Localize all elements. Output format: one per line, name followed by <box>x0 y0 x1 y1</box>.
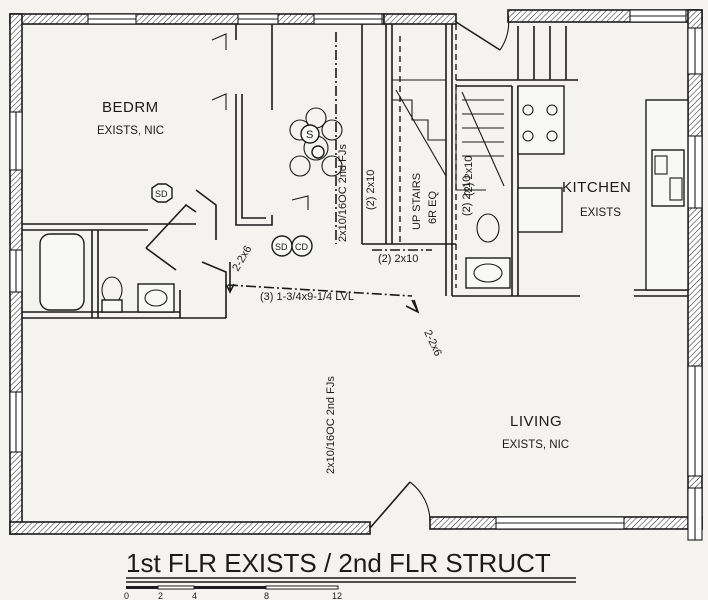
drawing-title: 1st FLR EXISTS / 2nd FLR STRUCT <box>126 548 551 578</box>
switch-symbol: S <box>289 107 343 177</box>
structural-lines <box>225 24 457 314</box>
scale-bar: 0 2 4 8 12 <box>124 585 342 600</box>
beam-note: (3) 1-3/4x9-1/4 LVL <box>260 291 354 303</box>
top-door <box>455 13 510 51</box>
closet-marks <box>211 33 309 210</box>
scale-tick-2: 4 <box>192 591 197 600</box>
stairs-sub-label: 6R EQ <box>427 191 439 224</box>
double-stair-left-note: (2) 2x10 <box>461 176 473 216</box>
interior-walls <box>22 24 688 319</box>
joists-upper-note: 2x10/16OC 2nd FJs <box>337 144 349 242</box>
bathroom-fixtures <box>39 213 511 313</box>
entry-door <box>369 481 431 529</box>
room-bedroom-note: EXISTS, NIC <box>97 125 164 137</box>
windows <box>9 9 703 541</box>
room-living-note: EXISTS, NIC <box>502 439 569 451</box>
wall-bottom-left <box>9 521 371 535</box>
exterior-walls <box>9 9 703 535</box>
co-detector-hall: CD <box>291 235 313 257</box>
scale-tick-0: 0 <box>124 591 129 600</box>
joists-lower-note: 2x10/16OC 2nd FJs <box>325 376 337 474</box>
scale-tick-1: 2 <box>158 591 163 600</box>
scale-tick-4: 12 <box>332 591 342 600</box>
room-bedroom-label: BEDRM <box>102 99 159 116</box>
scale-tick-3: 8 <box>264 591 269 600</box>
wall-top-center <box>383 13 457 25</box>
range <box>517 85 565 155</box>
svg-text:CD: CD <box>295 242 308 252</box>
counter <box>517 187 563 233</box>
double-upper-note: (2) 2x10 <box>365 170 377 210</box>
kitchen-fixtures <box>517 85 689 291</box>
switch-label: S <box>306 129 313 141</box>
double-bottom-note: (2) 2x10 <box>378 253 418 265</box>
stairs <box>392 79 505 191</box>
smoke-detector-hall: SD <box>271 235 293 257</box>
tub <box>39 233 85 311</box>
svg-text:SD: SD <box>155 189 168 199</box>
room-living-label: LIVING <box>510 413 562 430</box>
room-kitchen-label: KITCHEN <box>562 179 631 196</box>
header-right-note: 2-2x6 <box>421 328 444 358</box>
room-kitchen-note: EXISTS <box>580 207 621 219</box>
stairs-label: UP STAIRS <box>411 173 423 230</box>
smoke-detector-bedroom: SD <box>151 183 173 203</box>
svg-text:SD: SD <box>275 242 288 252</box>
header-left-note: 2-2x6 <box>230 244 254 274</box>
double-stair-right-note: (2) 2x10 <box>463 156 475 196</box>
